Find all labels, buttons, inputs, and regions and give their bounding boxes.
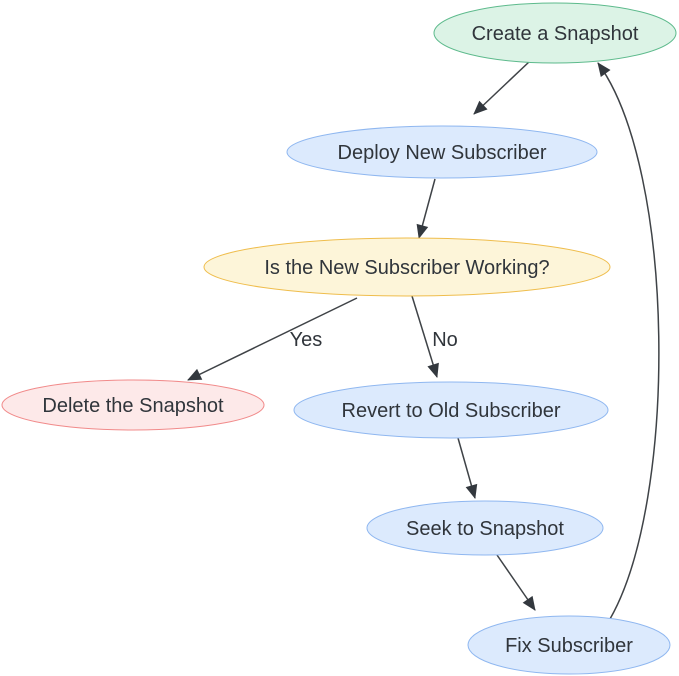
- node-label-deploy-new-subscriber: Deploy New Subscriber: [338, 142, 547, 164]
- node-is-new-subscriber-working: Is the New Subscriber Working?: [203, 237, 611, 297]
- edge-working-to-delete: [187, 297, 358, 381]
- node-ellipse-seek-to-snapshot: [366, 500, 604, 556]
- node-ellipse-create-snapshot: [433, 2, 677, 64]
- node-deploy-new-subscriber: Deploy New Subscriber: [286, 125, 598, 179]
- edge-revert-to-seek: [457, 437, 478, 499]
- edge-label-no: No: [432, 329, 458, 351]
- node-ellipse-is-new-subscriber-working: [203, 237, 611, 297]
- edge-label-yes: Yes: [290, 329, 323, 351]
- node-label-fix-subscriber: Fix Subscriber: [505, 635, 633, 657]
- edge-fix-to-create: [597, 62, 660, 620]
- node-label-is-new-subscriber-working: Is the New Subscriber Working?: [264, 257, 549, 279]
- node-label-seek-to-snapshot: Seek to Snapshot: [406, 518, 564, 540]
- node-label-delete-the-snapshot: Delete the Snapshot: [42, 395, 224, 417]
- node-seek-to-snapshot: Seek to Snapshot: [366, 500, 604, 556]
- node-label-revert-to-old-subscriber: Revert to Old Subscriber: [342, 400, 561, 422]
- edge-working-to-revert: [411, 295, 439, 378]
- node-ellipse-deploy-new-subscriber: [286, 125, 598, 179]
- edge-create-to-deploy: [473, 60, 531, 115]
- node-ellipse-fix-subscriber: [467, 615, 671, 675]
- node-revert-to-old-subscriber: Revert to Old Subscriber: [293, 381, 609, 439]
- node-delete-the-snapshot: Delete the Snapshot: [1, 379, 265, 431]
- node-fix-subscriber: Fix Subscriber: [467, 615, 671, 675]
- edge-seek-to-fix: [496, 554, 536, 611]
- node-ellipse-revert-to-old-subscriber: [293, 381, 609, 439]
- node-label-create-snapshot: Create a Snapshot: [472, 23, 639, 45]
- edge-deploy-to-working: [416, 178, 436, 239]
- node-ellipse-delete-the-snapshot: [1, 379, 265, 431]
- node-create-snapshot: Create a Snapshot: [433, 2, 677, 64]
